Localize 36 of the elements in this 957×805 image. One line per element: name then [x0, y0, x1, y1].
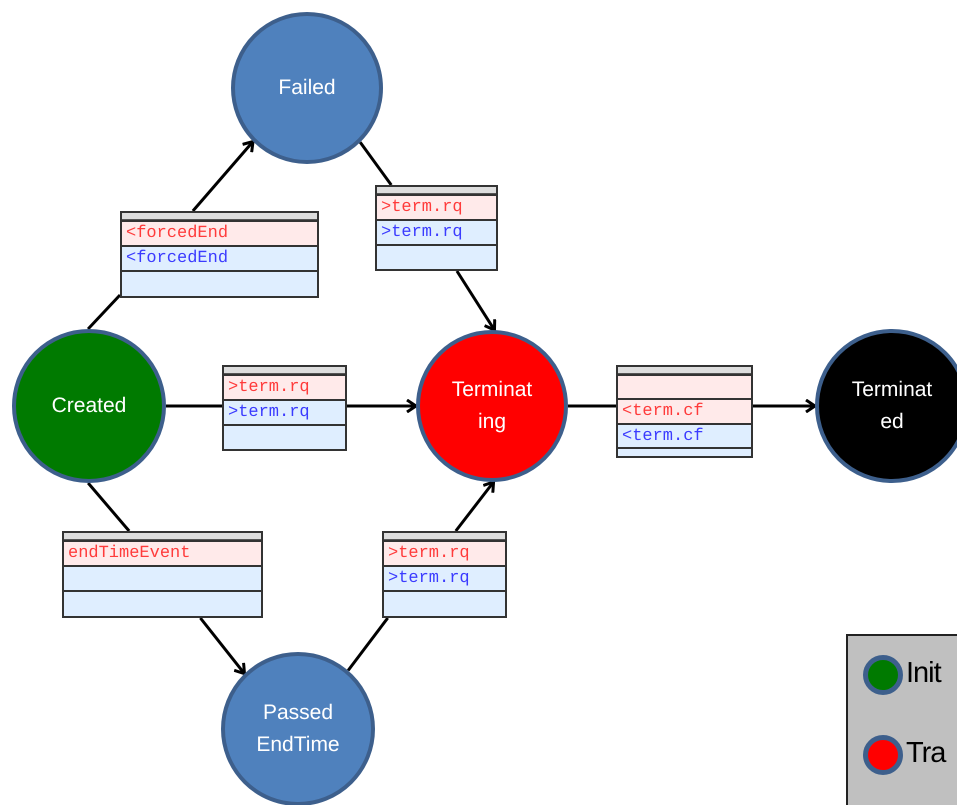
state-label: Failed [278, 75, 336, 101]
message-table [616, 365, 753, 458]
connector-line [358, 141, 392, 186]
arrow [456, 270, 496, 332]
state-label: Passed EndTime [255, 700, 341, 758]
message-table [120, 211, 319, 298]
message-label: <forcedEnd [126, 249, 228, 268]
arrow [192, 140, 255, 212]
state-label: Terminat ing [450, 377, 534, 435]
arrow [347, 398, 418, 414]
state-label: Created [52, 393, 126, 419]
message-table [222, 365, 347, 451]
message-label: >term.rq [381, 223, 463, 242]
message-table [382, 531, 507, 618]
message-table [375, 185, 498, 271]
message-label: >term.rq [381, 198, 463, 217]
connector-line [346, 617, 389, 672]
message-label: >term.rq [388, 544, 470, 563]
message-table [62, 531, 263, 618]
message-label: >term.rq [228, 403, 310, 422]
arrow [454, 480, 496, 532]
arrow [199, 617, 246, 676]
message-label: <forcedEnd [126, 224, 228, 243]
arrow [753, 398, 816, 414]
connector-line [87, 482, 130, 532]
state-label: Terminat ed [850, 377, 934, 435]
connector-line [568, 404, 616, 408]
legend-label: Init [906, 657, 941, 690]
message-label: endTimeEvent [68, 544, 190, 563]
legend-label: Tra [906, 737, 946, 770]
message-label: >term.rq [388, 569, 470, 588]
connector-line [86, 294, 122, 330]
message-label: <term.cf [622, 426, 704, 446]
message-label: <term.cf [622, 402, 704, 421]
connector-line [166, 404, 222, 408]
message-label: >term.rq [228, 378, 310, 397]
